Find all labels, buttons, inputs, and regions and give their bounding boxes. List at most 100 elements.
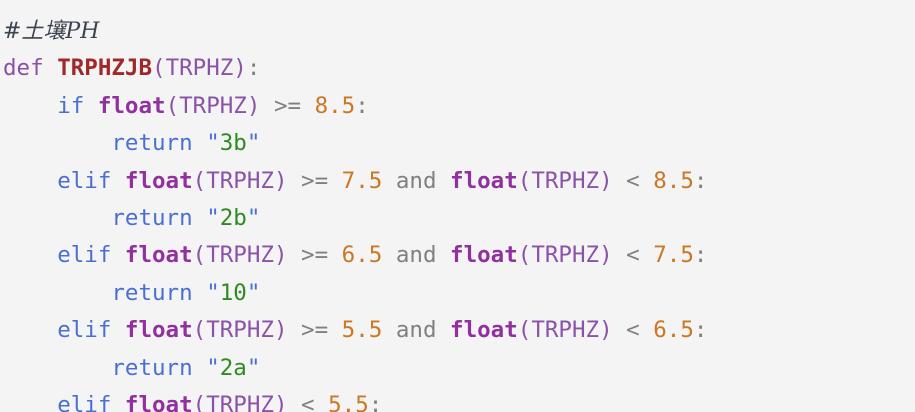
token-plain: [613, 317, 627, 343]
code-indent: [3, 280, 111, 306]
token-op: and: [395, 167, 437, 194]
token-plain: [640, 242, 654, 268]
token-num: 8.5: [653, 167, 694, 194]
token-builtin: float: [124, 391, 193, 412]
code-line[interactable]: elif float(TRPHZ) < 5.5:: [0, 387, 915, 412]
token-def: def: [3, 55, 44, 82]
token-plain: [640, 317, 654, 343]
token-str: 2a: [219, 354, 247, 381]
token-op: >=: [301, 167, 329, 194]
token-punct: (: [192, 317, 207, 344]
token-punct: ): [233, 55, 247, 82]
token-plain: [301, 93, 315, 119]
token-punct: ): [273, 391, 288, 412]
token-str-q: ": [206, 279, 220, 306]
token-plain: [287, 317, 301, 343]
token-str-q: ": [206, 204, 220, 231]
token-kw: elif: [57, 242, 112, 269]
code-indent: [3, 392, 57, 412]
token-plain: [315, 392, 329, 412]
token-op: >=: [301, 242, 329, 269]
code-indent: [3, 205, 111, 231]
token-punct: ): [246, 92, 261, 119]
token-punct: (: [517, 167, 532, 194]
token-kw: elif: [57, 167, 112, 194]
token-plain: [382, 242, 396, 268]
code-line[interactable]: def TRPHZJB(TRPHZ):: [0, 50, 915, 87]
token-op: :: [693, 167, 708, 194]
code-line[interactable]: if float(TRPHZ) >= 8.5:: [0, 88, 915, 125]
code-indent: [3, 168, 57, 194]
token-plain: [613, 168, 627, 194]
token-op: :: [693, 317, 708, 344]
token-punct: (: [165, 92, 180, 119]
code-line[interactable]: return "2a": [0, 350, 915, 387]
token-builtin: float: [124, 242, 193, 269]
token-kw: elif: [57, 317, 112, 344]
token-punct: ): [273, 167, 288, 194]
token-plain: [382, 317, 396, 343]
code-line[interactable]: elif float(TRPHZ) >= 6.5 and float(TRPHZ…: [0, 237, 915, 274]
token-punct: ): [599, 317, 613, 344]
token-op: and: [395, 242, 437, 269]
token-plain: [44, 55, 58, 81]
token-op: >=: [301, 317, 329, 344]
token-name: TRPHZ: [206, 317, 274, 344]
token-plain: [287, 242, 301, 268]
code-line[interactable]: elif float(TRPHZ) >= 7.5 and float(TRPHZ…: [0, 163, 915, 200]
code-line[interactable]: elif float(TRPHZ) >= 5.5 and float(TRPHZ…: [0, 312, 915, 349]
code-indent: [3, 355, 111, 381]
token-punct: (: [192, 391, 207, 412]
token-str-q: ": [246, 130, 261, 157]
token-plain: [193, 355, 207, 381]
token-op: :: [693, 242, 708, 269]
token-op: >=: [273, 92, 302, 119]
token-kw: return: [111, 130, 193, 157]
token-punct: ): [599, 167, 613, 194]
token-plain: [111, 242, 125, 268]
token-punct: ): [273, 317, 288, 344]
token-kw: if: [57, 92, 85, 119]
token-name: TRPHZ: [206, 391, 274, 412]
token-op: <: [626, 317, 640, 344]
token-str-q: ": [206, 130, 220, 157]
token-punct: (: [192, 167, 207, 194]
token-op: <: [626, 242, 640, 269]
token-str: 10: [219, 279, 247, 306]
code-line[interactable]: return "2b": [0, 200, 915, 237]
code-line[interactable]: return "3b": [0, 125, 915, 162]
token-op: and: [395, 317, 437, 344]
token-op: :: [355, 92, 369, 119]
token-str: 2b: [219, 204, 247, 231]
token-plain: [111, 168, 125, 194]
token-builtin: float: [450, 317, 518, 344]
token-plain: [287, 168, 301, 194]
token-name: TRPHZ: [531, 242, 600, 269]
token-builtin: float: [97, 92, 166, 119]
token-plain: [437, 317, 451, 343]
token-plain: [111, 392, 125, 412]
token-builtin: float: [450, 167, 518, 194]
token-num: 5.5: [341, 317, 383, 344]
token-plain: [437, 168, 451, 194]
token-builtin: float: [450, 242, 518, 269]
token-punct: (: [152, 55, 166, 82]
token-name: TRPHZ: [206, 167, 274, 194]
token-num: 6.5: [341, 242, 383, 269]
token-plain: [328, 317, 342, 343]
token-op: <: [301, 391, 315, 412]
token-str-q: ": [246, 279, 261, 306]
token-funcname: TRPHZJB: [57, 55, 153, 82]
token-str-q: ": [246, 354, 261, 381]
token-plain: [84, 93, 98, 119]
token-plain: [193, 205, 207, 231]
code-line[interactable]: return "10": [0, 275, 915, 312]
token-plain: [193, 130, 207, 156]
token-plain: [437, 242, 451, 268]
token-punct: ): [273, 242, 288, 269]
token-num: 6.5: [653, 317, 694, 344]
token-name: TRPHZ: [531, 167, 600, 194]
token-plain: [328, 168, 342, 194]
code-line[interactable]: #土壤PH: [0, 13, 915, 50]
